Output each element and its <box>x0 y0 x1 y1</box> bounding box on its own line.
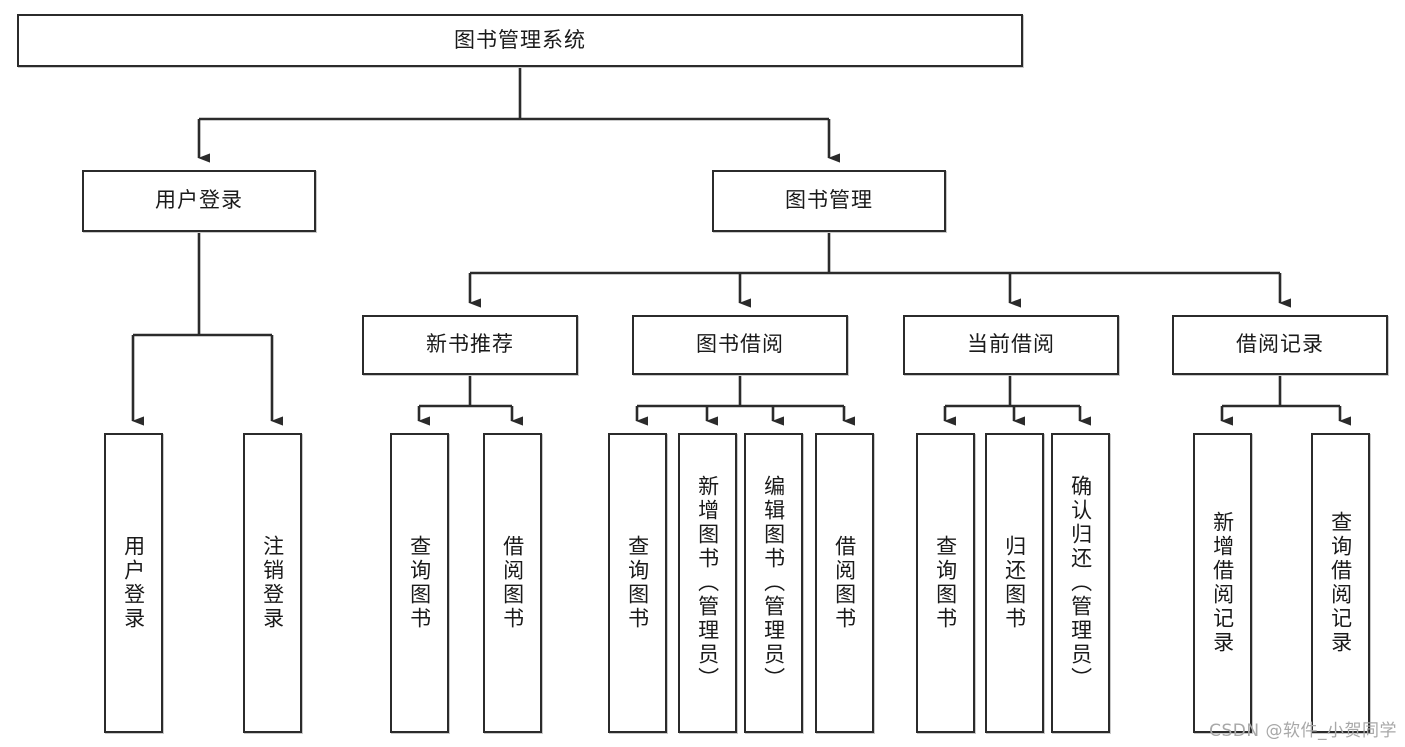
node-label: 注销登录 <box>260 535 285 631</box>
node-label: 查询图书 <box>625 535 650 631</box>
node-leaf-query-book-borrow[interactable]: 查询图书 <box>608 433 667 733</box>
node-label: 确认归还（管理员） <box>1068 475 1093 691</box>
node-borrow-records[interactable]: 借阅记录 <box>1172 315 1388 375</box>
node-label: 借阅图书 <box>832 535 857 631</box>
node-leaf-user-login[interactable]: 用户登录 <box>104 433 163 733</box>
node-leaf-borrow-book[interactable]: 借阅图书 <box>815 433 874 733</box>
node-leaf-return-book[interactable]: 归还图书 <box>985 433 1044 733</box>
node-leaf-add-book-admin[interactable]: 新增图书（管理员） <box>678 433 737 733</box>
node-leaf-borrow-book-recommend[interactable]: 借阅图书 <box>483 433 542 733</box>
node-leaf-add-borrow-record[interactable]: 新增借阅记录 <box>1193 433 1252 733</box>
node-label: 图书管理系统 <box>454 27 586 52</box>
node-label: 查询图书 <box>407 535 432 631</box>
node-leaf-logout[interactable]: 注销登录 <box>243 433 302 733</box>
node-label: 图书借阅 <box>696 332 784 357</box>
node-label: 借阅图书 <box>500 535 525 631</box>
node-leaf-query-book-current[interactable]: 查询图书 <box>916 433 975 733</box>
node-book-management[interactable]: 图书管理 <box>712 170 946 232</box>
node-label: 归还图书 <box>1002 535 1027 631</box>
watermark-text: CSDN @软件_小贺同学 <box>1209 721 1397 741</box>
node-current-borrow[interactable]: 当前借阅 <box>903 315 1119 375</box>
node-label: 当前借阅 <box>967 332 1055 357</box>
node-label: 图书管理 <box>785 188 873 213</box>
node-user-login[interactable]: 用户登录 <box>82 170 316 232</box>
node-leaf-query-borrow-record[interactable]: 查询借阅记录 <box>1311 433 1370 733</box>
node-label: 新增借阅记录 <box>1210 511 1235 655</box>
node-label: 用户登录 <box>155 188 243 213</box>
node-label: 新书推荐 <box>426 332 514 357</box>
node-root-book-management-system[interactable]: 图书管理系统 <box>17 14 1023 67</box>
node-leaf-edit-book-admin[interactable]: 编辑图书（管理员） <box>744 433 803 733</box>
node-label: 编辑图书（管理员） <box>761 475 786 691</box>
node-label: 查询图书 <box>933 535 958 631</box>
node-book-borrow[interactable]: 图书借阅 <box>632 315 848 375</box>
node-label: 借阅记录 <box>1236 332 1324 357</box>
node-leaf-confirm-return-admin[interactable]: 确认归还（管理员） <box>1051 433 1110 733</box>
node-label: 用户登录 <box>121 535 146 631</box>
node-label: 新增图书（管理员） <box>695 475 720 691</box>
node-new-book-recommend[interactable]: 新书推荐 <box>362 315 578 375</box>
node-leaf-query-book-recommend[interactable]: 查询图书 <box>390 433 449 733</box>
node-label: 查询借阅记录 <box>1328 511 1353 655</box>
